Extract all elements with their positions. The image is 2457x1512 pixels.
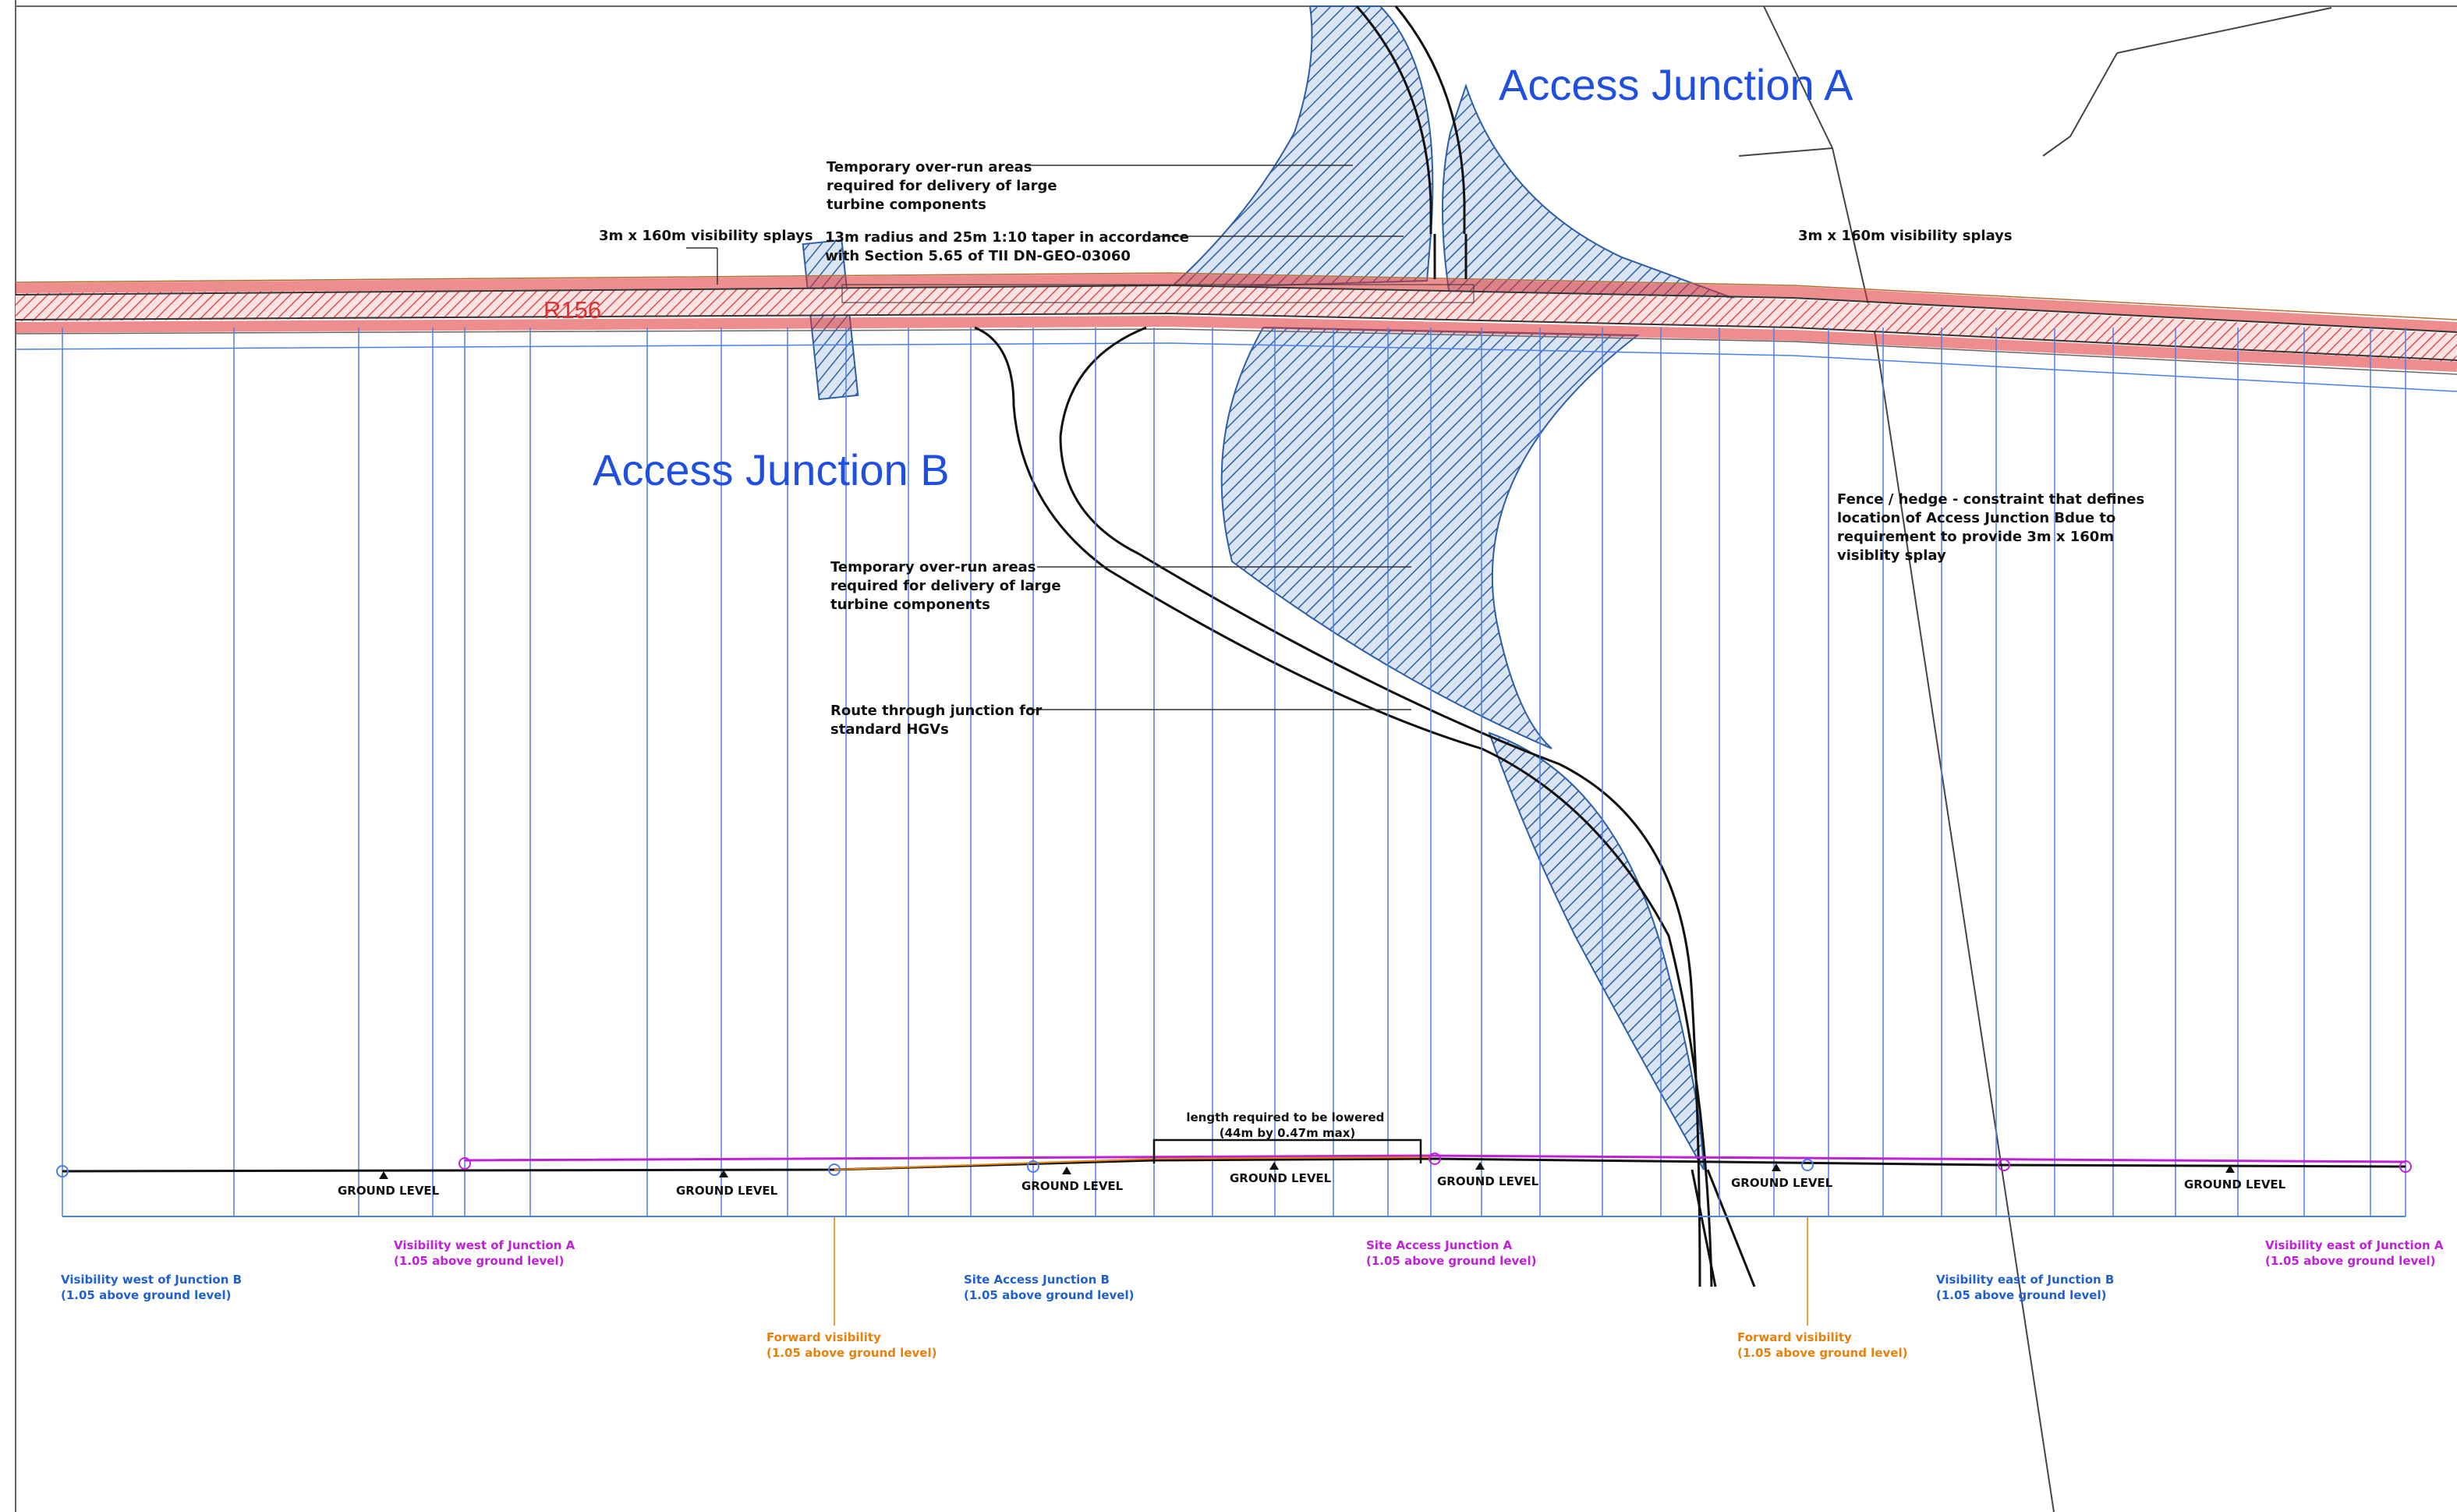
note-hgv-route: Route through junction for standard HGVs xyxy=(830,703,1047,738)
note-splay-east: 3m x 160m visibility splays xyxy=(1798,228,2013,244)
overrun-area-b xyxy=(1220,326,1705,1170)
section-lines xyxy=(62,328,2406,1216)
junction-b-title: Access Junction B xyxy=(593,445,950,494)
ground-level-2: GROUND LEVEL xyxy=(676,1184,778,1198)
road-label: R156 xyxy=(543,296,601,324)
vis-west-a-label: Visibility west of Junction A (1.05 abov… xyxy=(394,1238,579,1268)
fwd-vis-1-label: Forward visibility (1.05 above ground le… xyxy=(766,1330,936,1360)
ground-level-7: GROUND LEVEL xyxy=(2184,1177,2286,1192)
note-overrun-a: Temporary over-run areas required for de… xyxy=(827,159,1062,213)
site-access-a-label: Site Access Junction A (1.05 above groun… xyxy=(1366,1238,1536,1268)
vis-east-a-label: Visibility east of Junction A (1.05 abov… xyxy=(2265,1238,2448,1268)
ground-level-4: GROUND LEVEL xyxy=(1230,1171,1332,1185)
fwd-vis-2-label: Forward visibility (1.05 above ground le… xyxy=(1737,1330,1907,1360)
leader-lines xyxy=(686,165,1411,710)
note-taper: 13m radius and 25m 1:10 taper in accorda… xyxy=(825,229,1194,264)
vis-east-b-label: Visibility east of Junction B (1.05 abov… xyxy=(1936,1273,2119,1302)
note-splay-west: 3m x 160m visibility splays xyxy=(599,228,813,244)
site-access-b-label: Site Access Junction B (1.05 above groun… xyxy=(964,1273,1134,1302)
junction-a-title: Access Junction A xyxy=(1499,60,1853,109)
lowered-label: length required to be lowered (44m by 0.… xyxy=(1186,1110,1388,1140)
vis-west-b-label: Visibility west of Junction B (1.05 abov… xyxy=(61,1273,246,1302)
longitudinal-profile xyxy=(56,1138,2412,1326)
road-r156 xyxy=(15,272,2457,392)
field-boundaries xyxy=(1738,5,2332,1512)
ground-level-5: GROUND LEVEL xyxy=(1437,1174,1539,1188)
ground-level-6: GROUND LEVEL xyxy=(1731,1176,1833,1190)
ground-level-3: GROUND LEVEL xyxy=(1021,1179,1124,1193)
ground-level-1: GROUND LEVEL xyxy=(338,1184,440,1198)
overrun-area-a xyxy=(1167,5,1740,301)
frame xyxy=(15,0,2457,1512)
access-roads xyxy=(974,5,1756,1287)
note-overrun-b: Temporary over-run areas required for de… xyxy=(830,559,1066,613)
note-fence: Fence / hedge - constraint that defines … xyxy=(1837,491,2150,564)
